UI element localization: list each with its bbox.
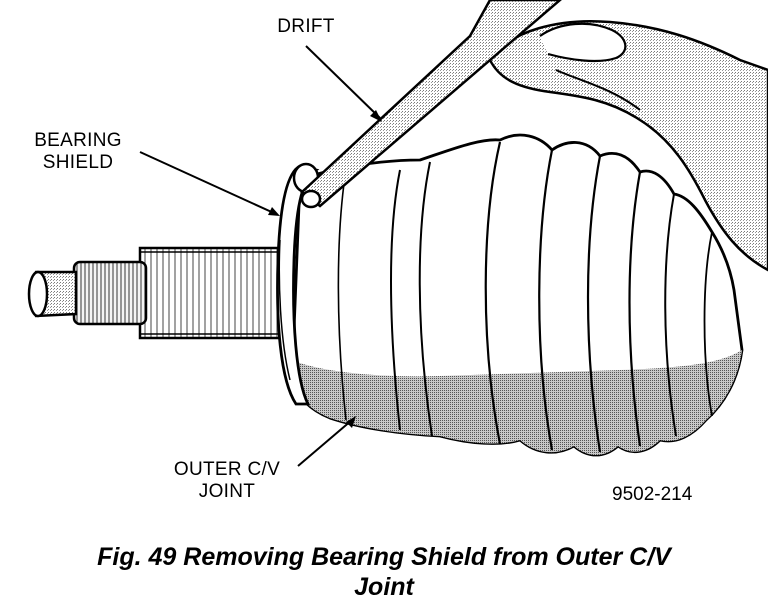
drift-label-text: DRIFT (277, 16, 335, 37)
figure-caption: Fig. 49 Removing Bearing Shield from Out… (30, 542, 738, 602)
outer-cv-joint-label: OUTER C/V JOINT (162, 459, 292, 503)
bearing-shield-label-line2: SHIELD (42, 152, 114, 173)
cv-joint-illustration (27, 0, 768, 467)
cv-boot (290, 133, 744, 457)
figure-number: 9502-214 (612, 484, 693, 505)
figure-caption-line1: Fig. 49 Removing Bearing Shield from Out… (97, 543, 671, 571)
outer-cv-joint-label-line2: JOINT (198, 481, 256, 502)
drift-label: DRIFT (266, 16, 346, 38)
drift-tool (300, 0, 562, 209)
figure-caption-line2: Joint (354, 573, 414, 601)
hand-drawing (488, 20, 768, 272)
leader-lines (139, 45, 382, 467)
outer-cv-joint-label-line1: OUTER C/V (173, 459, 281, 480)
bearing-shield-label-line1: BEARING (34, 130, 122, 151)
bearing-shield-label: BEARING SHIELD (18, 130, 138, 174)
axle-shaft (27, 246, 290, 340)
